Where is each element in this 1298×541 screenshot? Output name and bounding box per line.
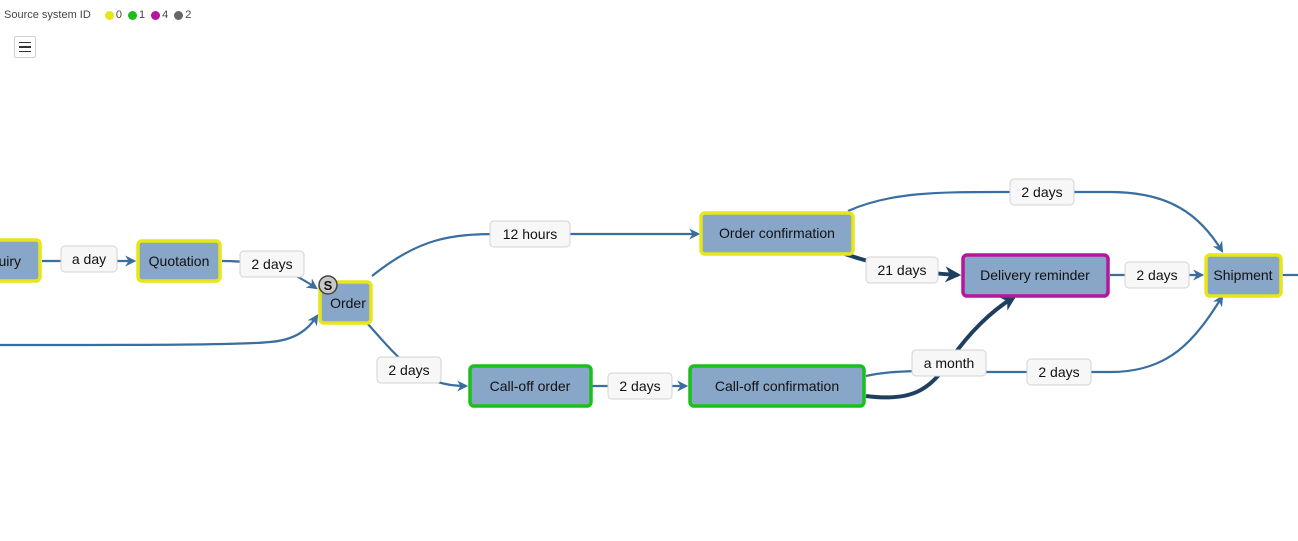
nodes: Inquiry Quotation Order S Order confirma… (0, 211, 1283, 408)
edge-label-text: 2 days (388, 362, 429, 378)
edge-label-text: a day (72, 251, 106, 267)
node-label: Order (330, 295, 366, 311)
legend-item-2[interactable]: 2 (174, 9, 191, 21)
edge-label-text: 2 days (619, 378, 660, 394)
node-label: Inquiry (0, 253, 21, 269)
node-label: Call-off order (490, 378, 571, 394)
hamburger-icon-line (19, 50, 31, 53)
edge-label-reminder-shipment[interactable]: 2 days (1124, 261, 1190, 289)
node-label: Order confirmation (719, 225, 835, 241)
node-order[interactable]: Order (318, 280, 373, 325)
edge-calloffconf-shipment[interactable] (865, 295, 1224, 378)
edge-label-orderconf-shipment[interactable]: 2 days (1009, 178, 1075, 206)
legend-item-0[interactable]: 0 (104, 9, 122, 21)
edge-label-calloff-calloffconf[interactable]: 2 days (607, 372, 673, 400)
edge-label-quotation-order[interactable]: 2 days (239, 250, 305, 278)
node-label: Delivery reminder (980, 267, 1090, 283)
node-call-off-order[interactable]: Call-off order (468, 364, 593, 408)
legend-title: Source system ID (4, 9, 91, 21)
node-call-off-confirmation[interactable]: Call-off confirmation (688, 364, 866, 408)
edge-label-order-orderconf[interactable]: 12 hours (489, 220, 571, 248)
hamburger-icon (19, 41, 31, 44)
edge-label-text: 21 days (877, 262, 926, 278)
legend-dot-4 (151, 10, 161, 20)
edge-calloffconf-reminder[interactable] (865, 295, 1017, 400)
menu-button[interactable] (14, 36, 36, 58)
edge-label-text: 2 days (251, 256, 292, 272)
legend-label-4: 4 (162, 9, 169, 21)
legend: Source system ID 0 1 4 2 (4, 8, 197, 22)
edge-incoming-order[interactable] (0, 314, 319, 347)
edge-label-inquiry-quotation[interactable]: a day (60, 245, 118, 273)
edge-label-orderconf-reminder[interactable]: 21 days (865, 256, 939, 284)
node-delivery-reminder[interactable]: Delivery reminder (961, 253, 1110, 298)
node-label: Quotation (149, 253, 210, 269)
edge-labels: a day 2 days 12 hours 2 days 21 days 2 d… (60, 178, 1190, 400)
start-marker-label: S (324, 278, 333, 293)
legend-dot-2 (174, 10, 184, 20)
legend-item-4[interactable]: 4 (151, 9, 168, 21)
legend-dot-0 (104, 10, 114, 20)
edge-label-text: 2 days (1021, 184, 1062, 200)
node-label: Call-off confirmation (715, 378, 839, 394)
edge-orderconf-shipment[interactable] (847, 190, 1224, 253)
edge-label-text: 2 days (1038, 364, 1079, 380)
node-quotation[interactable]: Quotation (136, 239, 222, 283)
legend-item-1[interactable]: 1 (127, 9, 146, 21)
legend-dot-1 (127, 10, 137, 20)
node-label: Shipment (1213, 267, 1272, 283)
edge-label-order-calloff[interactable]: 2 days (376, 356, 442, 384)
edge-label-calloffconf-reminder[interactable]: a month (911, 349, 987, 377)
legend-label-2: 2 (185, 9, 192, 21)
edge-label-text: 2 days (1136, 267, 1177, 283)
node-inquiry[interactable]: Inquiry (0, 238, 42, 283)
node-shipment[interactable]: Shipment (1204, 253, 1283, 298)
edge-label-calloffconf-shipment[interactable]: 2 days (1026, 358, 1092, 386)
legend-label-1: 1 (138, 9, 146, 21)
node-order-confirmation[interactable]: Order confirmation (699, 211, 855, 256)
edge-label-text: a month (924, 355, 975, 371)
legend-label-0: 0 (115, 9, 122, 21)
edge-label-text: 12 hours (503, 226, 557, 242)
hamburger-icon-line (19, 46, 31, 48)
start-marker: S (318, 275, 338, 295)
